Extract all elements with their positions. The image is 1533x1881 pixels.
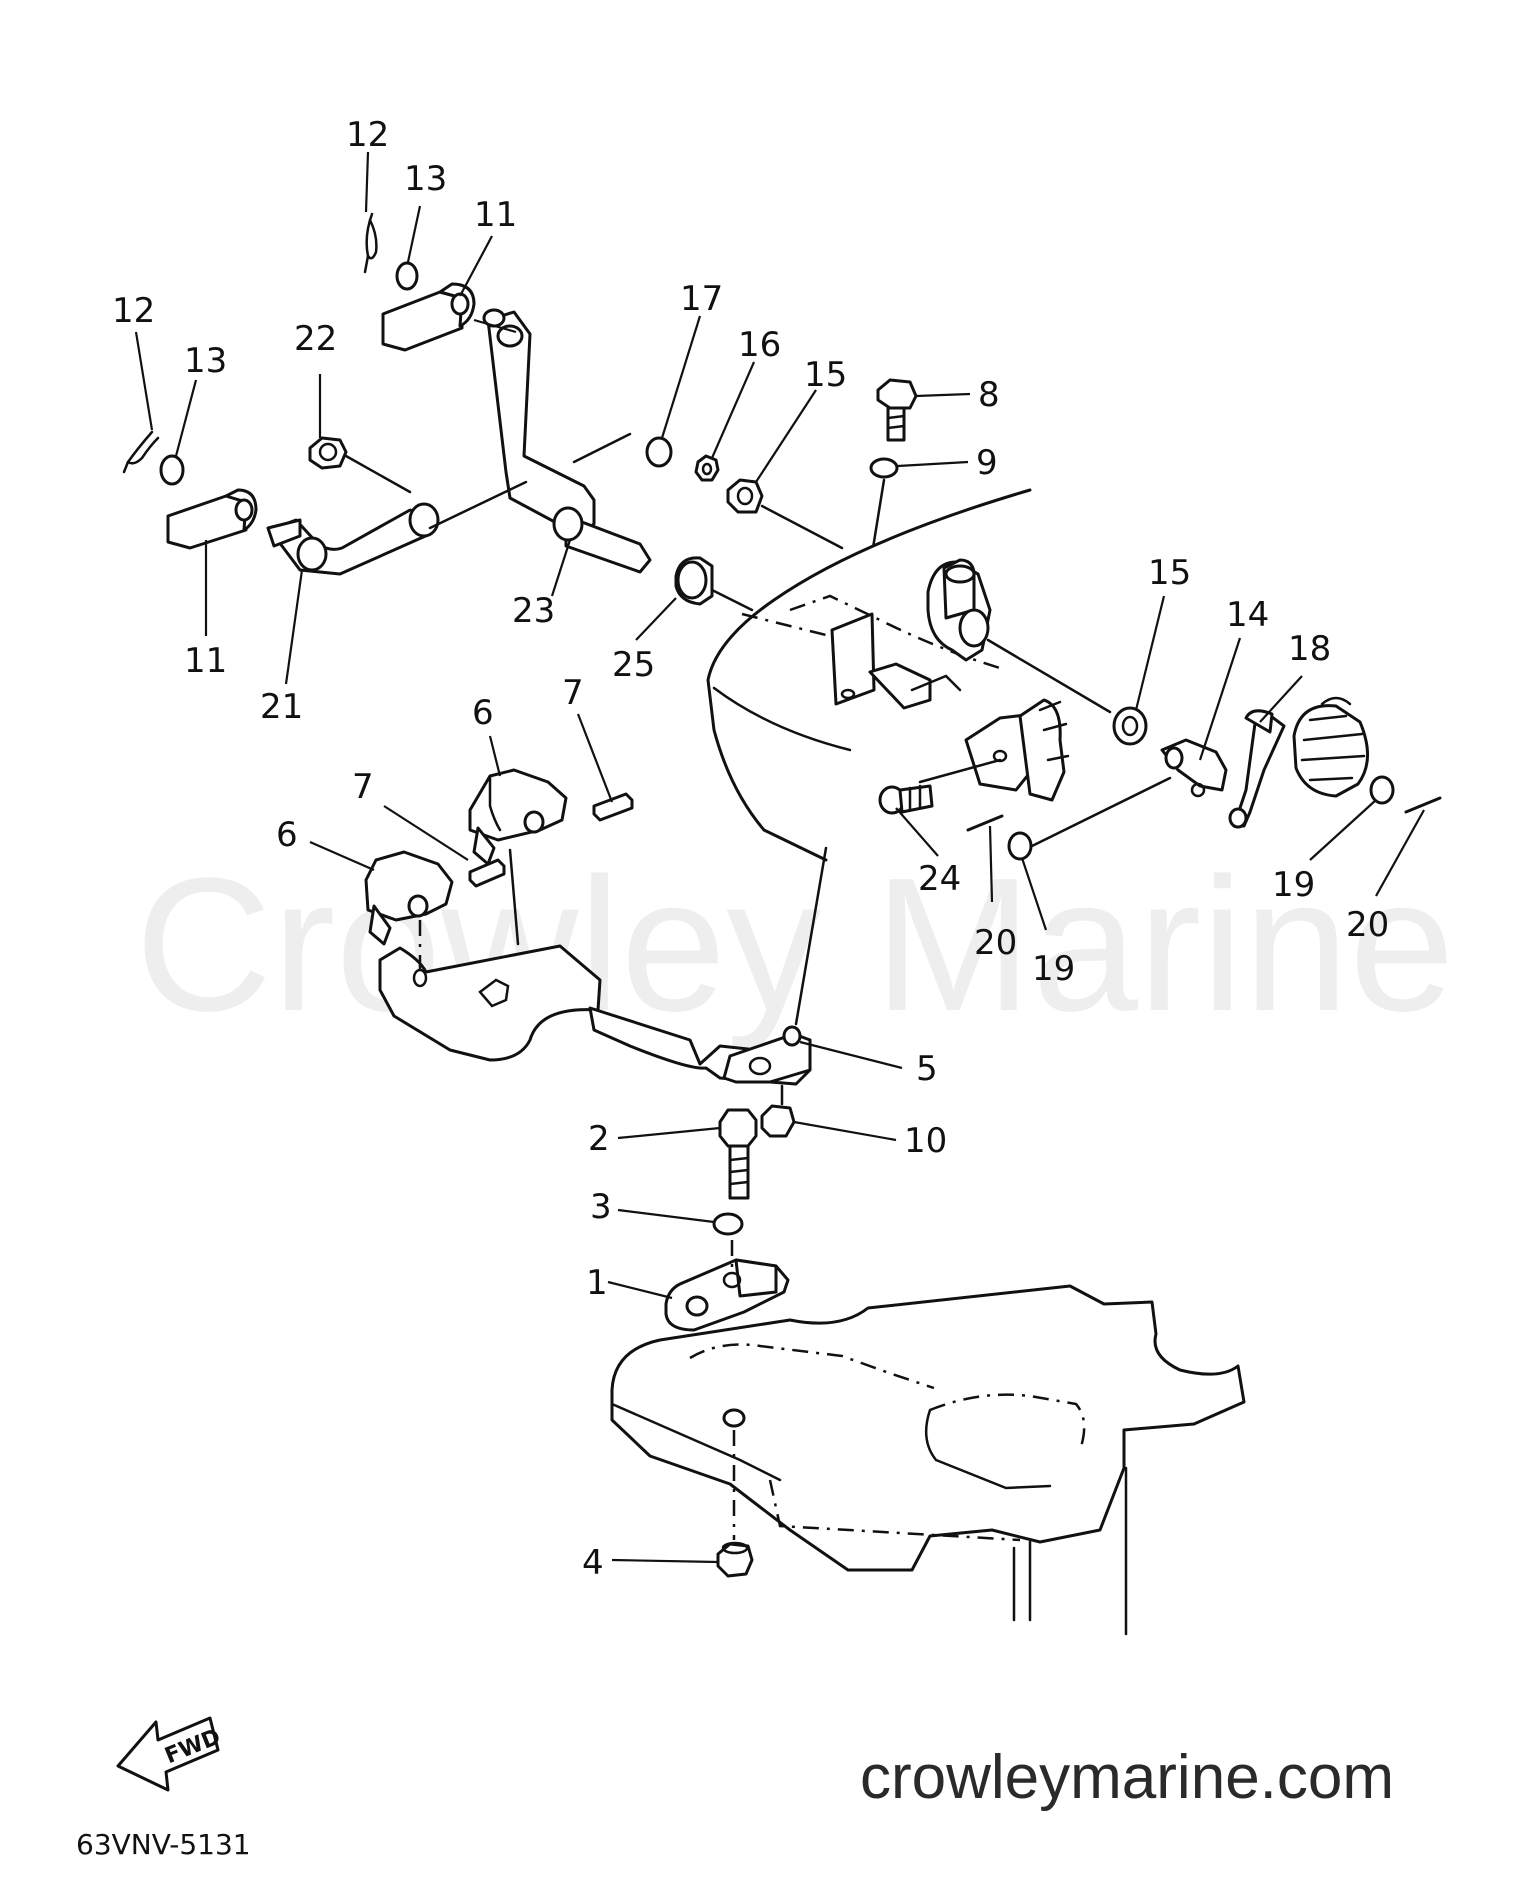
part-16-lock-washer: [694, 454, 720, 482]
callout-22: 22: [294, 319, 337, 359]
callout-25: 25: [612, 645, 655, 685]
part-13-washer-left: [159, 454, 185, 486]
callout-5: 5: [916, 1049, 938, 1089]
cam-assembly: [926, 558, 992, 662]
callout-13: 13: [184, 341, 227, 381]
website-text: crowleymarine.com: [860, 1743, 1394, 1812]
callout-7: 7: [352, 767, 374, 807]
callout-6: 6: [472, 693, 494, 733]
callout-19: 19: [1272, 865, 1315, 905]
callout-12: 12: [112, 291, 155, 331]
part-12-cotter-pin-upper: [363, 212, 378, 274]
callout-20: 20: [1346, 905, 1389, 945]
part-8-bolt: [876, 378, 918, 442]
throttle-cam: [964, 698, 1070, 802]
part-5-bracket-plate: [378, 944, 812, 1086]
callout-12: 12: [346, 115, 389, 155]
callout-8: 8: [978, 375, 1000, 415]
callout-17: 17: [680, 279, 723, 319]
part-14-link: [1160, 738, 1228, 798]
callout-6: 6: [276, 815, 298, 855]
callout-15: 15: [804, 355, 847, 395]
part-2-bolt: [718, 1108, 758, 1200]
part-23-shaft-lever: [482, 308, 652, 574]
part-1-bracket: [664, 1258, 790, 1332]
callout-21: 21: [260, 687, 303, 727]
part-6-bracket-lower: [364, 850, 454, 946]
callout-2: 2: [588, 1119, 610, 1159]
part-19-washer-left: [1007, 831, 1033, 861]
part-24-screw: [878, 784, 934, 815]
part-4-nut: [716, 1541, 754, 1578]
part-12-cotter-pin-left: [122, 430, 160, 474]
callout-11: 11: [184, 641, 227, 681]
part-15-nut-upper: [726, 478, 764, 514]
part-11-joint-upper: [381, 282, 476, 352]
throttle-grip-cam: [1292, 696, 1370, 798]
callout-15: 15: [1148, 553, 1191, 593]
part-7-pin-upper: [592, 792, 634, 822]
part-9-washer: [869, 457, 899, 479]
callout-23: 23: [512, 591, 555, 631]
drawing-code: 63VNV-5131: [76, 1828, 251, 1861]
engine-housing: [706, 488, 1032, 862]
part-6-bracket-upper: [468, 768, 568, 866]
callout-11: 11: [474, 195, 517, 235]
callout-24: 24: [918, 859, 961, 899]
callout-13: 13: [404, 159, 447, 199]
callout-9: 9: [976, 443, 998, 483]
part-21-lever: [266, 502, 440, 576]
watermark: Crowley Marine: [135, 839, 1455, 1051]
part-18-rod: [1228, 709, 1286, 829]
callout-19: 19: [1032, 949, 1075, 989]
part-13-washer-upper: [395, 261, 419, 291]
part-3-washer: [712, 1212, 744, 1236]
fwd-arrow-icon: FWD: [116, 1716, 224, 1792]
part-20-pin-right: [1404, 796, 1442, 814]
part-22-nut: [308, 436, 348, 470]
callout-7: 7: [562, 673, 584, 713]
callout-16: 16: [738, 325, 781, 365]
part-7-pin-lower: [468, 858, 506, 888]
callout-14: 14: [1226, 595, 1269, 635]
part-10-nut: [760, 1104, 796, 1138]
part-11-joint-left: [166, 488, 258, 550]
part-25-bushing: [674, 556, 714, 606]
callout-10: 10: [904, 1121, 947, 1161]
part-19-washer-right: [1369, 775, 1395, 805]
callout-3: 3: [590, 1187, 612, 1227]
part-15-nut-right: [1112, 706, 1148, 746]
callout-1: 1: [586, 1263, 608, 1303]
swivel-bracket-base: [610, 1284, 1246, 1636]
callout-4: 4: [582, 1543, 604, 1583]
part-20-pin-left: [966, 814, 1004, 832]
leader-lines: [134, 151, 1425, 1564]
callout-18: 18: [1288, 629, 1331, 669]
callout-20: 20: [974, 923, 1017, 963]
part-17-washer: [645, 436, 673, 468]
